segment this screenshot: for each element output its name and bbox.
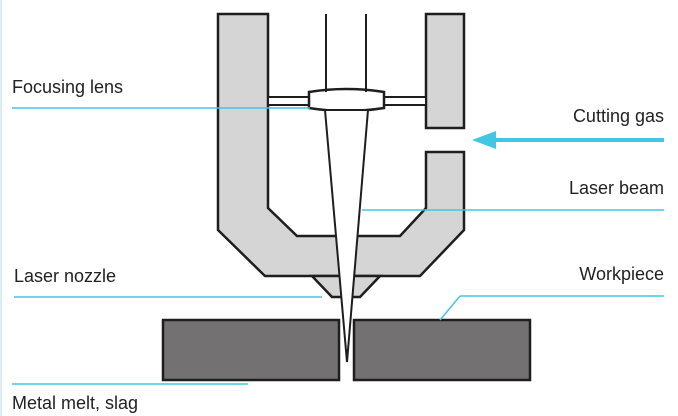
workpiece-left — [161, 318, 341, 382]
lens-holder-right — [383, 96, 427, 106]
workpiece-right — [352, 318, 532, 382]
label-laser-nozzle: Laser nozzle — [14, 266, 117, 286]
focusing-lens-shape — [307, 87, 386, 113]
leader-workpiece — [439, 295, 461, 321]
right-housing-upper — [424, 12, 466, 130]
label-workpiece: Workpiece — [579, 264, 664, 284]
label-focusing-lens: Focusing lens — [12, 77, 124, 97]
label-laser-beam: Laser beam — [568, 178, 664, 198]
laser-beam-cone — [323, 109, 370, 363]
right-housing-lower — [352, 150, 466, 278]
label-cutting-gas: Cutting gas — [572, 106, 664, 126]
left-edge-strip — [0, 0, 2, 416]
label-metal-melt: Metal melt, slag — [12, 393, 139, 413]
cutting-gas-arrow — [472, 131, 664, 149]
lens-holder-left — [267, 96, 311, 106]
